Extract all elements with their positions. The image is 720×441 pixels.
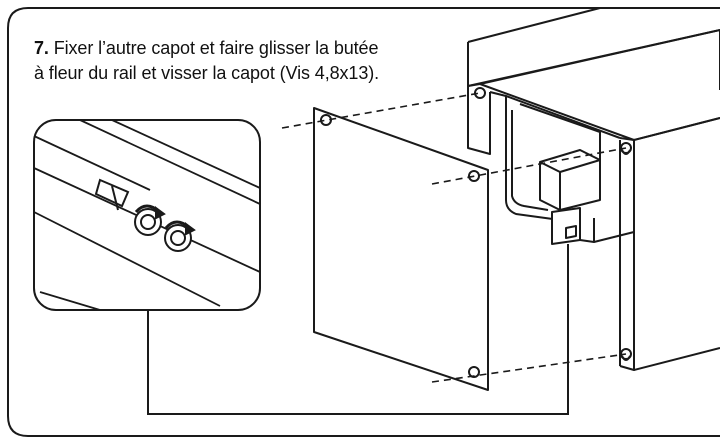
instruction-text: 7. Fixer l’autre capot et faire glisser …: [34, 36, 464, 86]
alignment-lines: [281, 92, 627, 383]
step-number: 7.: [34, 38, 49, 58]
detail-callout: [33, 119, 261, 311]
frame-border: [7, 7, 720, 437]
instruction-line-2: à fleur du rail et visser la capot (Vis …: [34, 63, 380, 83]
leader-line: [147, 244, 569, 415]
rail-housing: [467, 7, 720, 371]
cover-panel: [313, 107, 489, 391]
instruction-line-1: Fixer l’autre capot et faire glisser la …: [48, 38, 379, 58]
